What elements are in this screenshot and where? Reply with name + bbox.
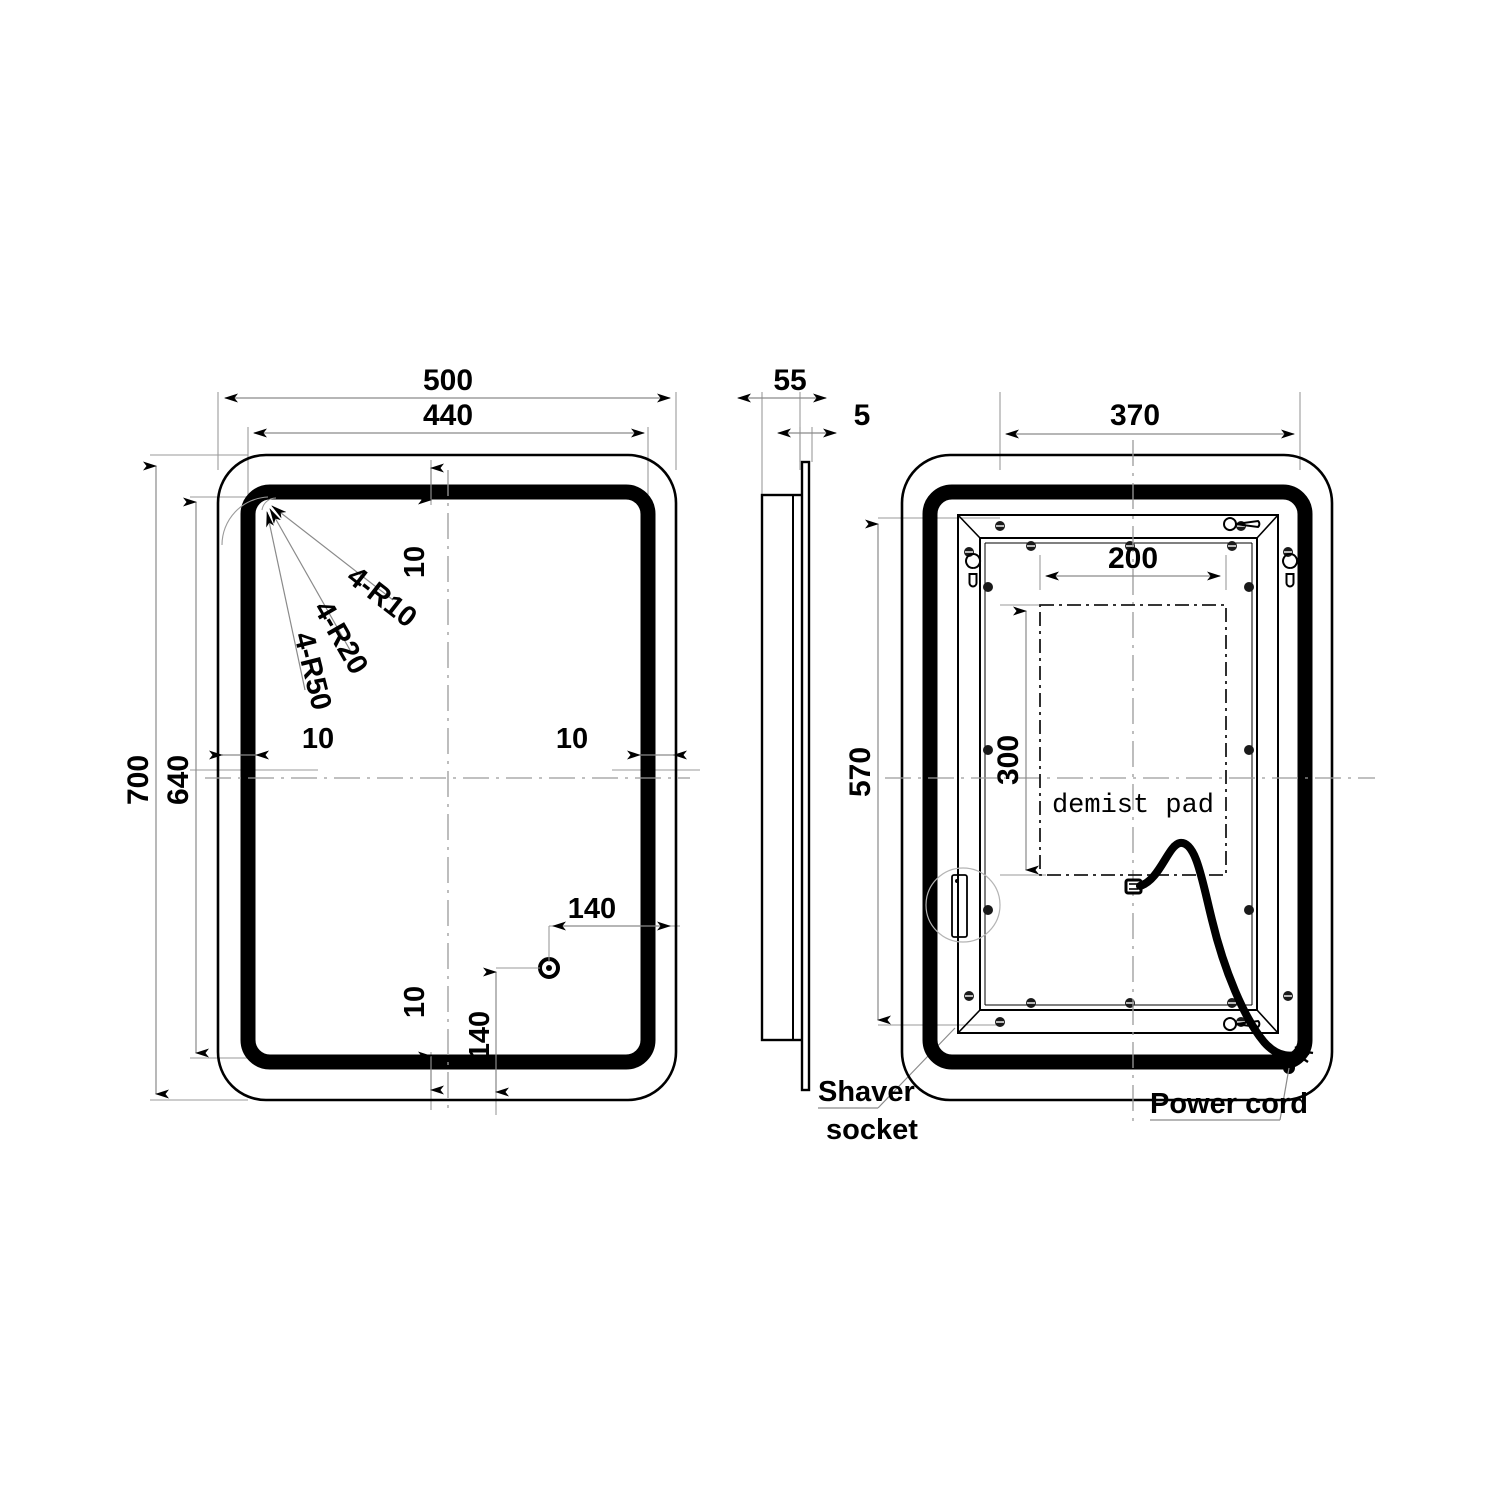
dimension-5-label: 5 bbox=[854, 399, 871, 432]
dimension-440-label: 440 bbox=[423, 399, 473, 432]
front-centerlines bbox=[205, 470, 690, 1110]
front-view: 500 440 700 640 bbox=[122, 364, 700, 1115]
dimension-440: 440 bbox=[253, 399, 645, 438]
keyhole-slot-right bbox=[1282, 553, 1299, 588]
dimension-700-label: 700 bbox=[122, 755, 155, 805]
dimension-top-10-label: 10 bbox=[399, 546, 431, 578]
power-cord-wire-ends bbox=[1292, 1038, 1314, 1063]
side-body-profile bbox=[760, 493, 806, 1042]
keyhole-slot-top bbox=[1223, 517, 1261, 532]
power-cord-leader-line bbox=[1279, 1067, 1290, 1121]
shaver-socket-body bbox=[951, 874, 968, 938]
dimension-640-label: 640 bbox=[162, 755, 195, 805]
dimension-570: 570 bbox=[844, 519, 891, 1025]
dimension-700: 700 bbox=[122, 461, 169, 1099]
back-view: 370 570 bbox=[844, 392, 1375, 1125]
back-keyhole-slots bbox=[965, 517, 1299, 1032]
dimension-bottom-10-label: 10 bbox=[399, 986, 431, 1018]
dimension-300: 300 bbox=[992, 606, 1039, 875]
keyhole-slot-bottom bbox=[1223, 1017, 1261, 1032]
dimension-570-label: 570 bbox=[844, 747, 877, 797]
dimension-200-label: 200 bbox=[1108, 542, 1158, 575]
dimension-left-10: 10 bbox=[209, 723, 334, 760]
side-mirror-glass bbox=[800, 460, 811, 1092]
dimension-370-label: 370 bbox=[1110, 399, 1160, 432]
dimension-left-10-label: 10 bbox=[302, 723, 334, 755]
shaver-socket-screw bbox=[955, 879, 959, 883]
dimension-300-label: 300 bbox=[992, 735, 1025, 785]
dimension-500: 500 bbox=[224, 364, 671, 403]
dimension-200: 200 bbox=[1045, 542, 1221, 581]
shaver-socket-leader-line bbox=[877, 1027, 956, 1109]
front-radius-arc-r10 bbox=[261, 497, 277, 511]
dimension-top-10: 10 bbox=[399, 463, 444, 578]
power-cord-callout: Power cord bbox=[1150, 1067, 1308, 1121]
dimension-right-10-label: 10 bbox=[556, 723, 588, 755]
dimension-right-10: 10 bbox=[556, 723, 687, 760]
shaver-socket-label-line1: Shaver bbox=[818, 1076, 915, 1108]
demist-pad-outline bbox=[1039, 604, 1227, 876]
dimension-sensor-140-right: 140 bbox=[548, 893, 671, 962]
demist-pad-label: demist pad bbox=[1052, 791, 1214, 821]
dimension-640: 640 bbox=[162, 497, 209, 1058]
back-centerlines bbox=[885, 440, 1375, 1125]
power-cord-path bbox=[1136, 839, 1310, 1060]
shaver-socket-callout: Shaver socket bbox=[818, 1027, 956, 1146]
back-plate-mitre-lines bbox=[957, 514, 1279, 1034]
front-radius-callouts: 4-R10 4-R20 4-R50 bbox=[266, 505, 423, 713]
back-shaver-socket bbox=[925, 867, 1001, 943]
shaver-socket-detail-circle bbox=[925, 867, 1001, 943]
dimension-55-label: 55 bbox=[773, 364, 806, 397]
dimension-370: 370 bbox=[1005, 399, 1295, 439]
dimension-sensor-140-bottom-label: 140 bbox=[464, 1011, 496, 1059]
dimension-55: 55 bbox=[737, 364, 827, 403]
dimension-bottom-10: 10 bbox=[399, 986, 444, 1095]
back-extension-lines bbox=[878, 392, 1301, 1026]
shaver-socket-label-line2: socket bbox=[826, 1114, 918, 1146]
dimension-sensor-140-bottom: 140 bbox=[464, 967, 540, 1097]
keyhole-slot-left bbox=[965, 553, 982, 588]
dimension-sensor-140-right-label: 140 bbox=[568, 893, 616, 925]
dimension-500-label: 500 bbox=[423, 364, 473, 397]
back-frame-band bbox=[922, 484, 1313, 1070]
back-mounting-plate-outer bbox=[957, 514, 1279, 1034]
power-cord-label: Power cord bbox=[1150, 1088, 1308, 1120]
back-mounting-plate-inner bbox=[979, 537, 1258, 1011]
side-view: 55 5 Shaver socket bbox=[737, 364, 956, 1146]
front-radius-arc-r50 bbox=[221, 496, 269, 546]
dimension-5: 5 bbox=[777, 399, 871, 438]
